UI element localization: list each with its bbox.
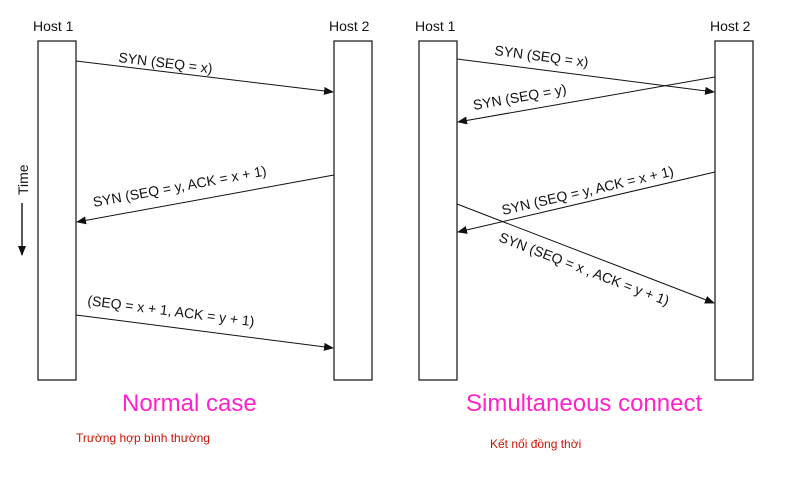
left-synack-arrow xyxy=(76,174,335,225)
right-host1-timeline xyxy=(418,40,458,381)
normal-case-caption: Normal case xyxy=(122,390,257,417)
right-synack-arrow xyxy=(457,171,716,234)
left-syn-arrow xyxy=(75,60,334,95)
left-ack-label: (SEQ = x + 1, ACK = y + 1) xyxy=(87,292,256,329)
normal-case-subcaption: Trường hợp bình thường xyxy=(76,431,210,445)
right-synack-label: SYN (SEQ = y, ACK = x + 1) xyxy=(500,163,675,218)
right-syn-y-arrow xyxy=(457,76,716,125)
simultaneous-subcaption: Kết nối đồng thời xyxy=(490,437,581,451)
left-host2-timeline xyxy=(333,40,373,381)
right-ack-label: SYN (SEQ = x , ACK = y + 1) xyxy=(497,229,672,309)
time-axis-label: Time xyxy=(15,164,31,195)
right-syn-y-label: SYN (SEQ = y) xyxy=(472,81,568,113)
left-ack-arrow xyxy=(75,314,334,351)
right-syn-x-arrow xyxy=(456,58,715,95)
left-host1-timeline xyxy=(37,40,77,381)
right-host2-label: Host 2 xyxy=(710,18,751,34)
right-host1-label: Host 1 xyxy=(415,18,456,34)
right-host2-timeline xyxy=(714,40,754,381)
left-host1-label: Host 1 xyxy=(33,18,74,34)
simultaneous-caption: Simultaneous connect xyxy=(466,390,702,417)
right-ack-arrow xyxy=(456,203,715,304)
left-host2-label: Host 2 xyxy=(329,18,370,34)
